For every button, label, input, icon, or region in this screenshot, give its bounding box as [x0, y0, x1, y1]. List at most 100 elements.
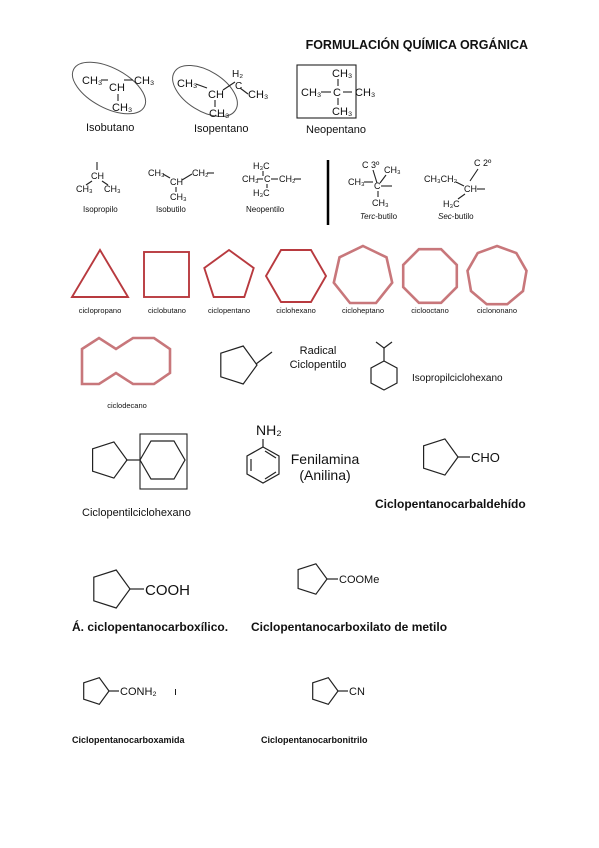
carboxamida-ring: [83, 676, 110, 706]
radical-ciclopentilo-structure: Radical Ciclopentilo: [220, 345, 347, 385]
radical-ciclopentilo-line2: Ciclopentilo: [290, 359, 347, 371]
fenilamina-structure: NH₂ Fenilamina (Anilina): [246, 422, 360, 484]
neopentilo-h3c-bottom: H₃C: [253, 188, 270, 198]
neopentano-highlight-box: [296, 64, 357, 119]
sec-butilo-ch: CH: [464, 184, 477, 194]
isobutano-highlight-ellipse: [71, 61, 147, 115]
carboxamida-structure: CONH₂ ı Ciclopentanocarboxamida: [72, 676, 186, 745]
neopentilo-h3c-top: H₃C: [253, 161, 270, 171]
ciclobutano-name: ciclobutano: [148, 306, 186, 315]
ciclononano-ring: [466, 244, 528, 306]
isobutilo-structure: CH₃ CH CH₂ CH₃ Isobutilo: [148, 168, 214, 214]
isopentano-structure: H₂ CH₃ CH C CH₃ CH₃ Isopentano: [172, 64, 268, 135]
carbaldehido-ring: [423, 438, 459, 476]
neopentano-ch3-bottom: CH₃: [332, 106, 352, 118]
isopentano-highlight-ellipse: [172, 64, 238, 118]
carbaldehido-structure: CHO Ciclopentanocarbaldehído: [375, 438, 526, 511]
ciclopentilciclohexano-hexagon: [139, 440, 186, 480]
ciclooctano-name: ciclooctano: [411, 306, 449, 315]
carboxamida-group: CONH₂: [120, 686, 157, 698]
ciclobutano-ring: [143, 251, 190, 298]
fenilamina-line2: (Anilina): [299, 467, 350, 483]
isobutano-ch: CH: [109, 82, 125, 94]
fenilamina-benzene-ring: [246, 446, 280, 484]
carboxilico-group: COOH: [145, 582, 190, 599]
neopentilo-structure: H₃C CH₃ C CH₂ H₃C Neopentilo: [242, 161, 301, 214]
isopropilciclohexano-structure: Isopropilciclohexano: [370, 341, 503, 391]
ciclopentilciclohexano-highlight-box: [139, 433, 188, 490]
cicloheptano-ring: [332, 244, 394, 305]
isopropilo-ch3-left: CH₃: [76, 184, 93, 194]
carboxilato-name: Ciclopentanocarboxilato de metilo: [251, 620, 447, 634]
isobutano-ch3-right: CH₃: [134, 75, 154, 87]
isobutano-name: Isobutano: [86, 122, 134, 134]
carboxamida-mark: ı: [174, 686, 177, 698]
isobutilo-name: Isobutilo: [156, 205, 186, 214]
ciclodecano-name: ciclodecano: [107, 401, 147, 410]
carbonitrilo-ring: [312, 676, 339, 706]
carboxilato-structure: COOMe Ciclopentanocarboxilato de metilo: [251, 563, 447, 634]
neopentano-name: Neopentano: [306, 124, 366, 136]
isopentano-ch: CH: [208, 89, 224, 101]
isobutilo-ch3-top: CH₃: [148, 168, 165, 178]
ciclopentano-name: ciclopentano: [208, 306, 250, 315]
neopentilo-ch3-left: CH₃: [242, 174, 259, 184]
terc-butilo-ch3-top: CH₃: [384, 165, 401, 175]
isopropilo-name: Isopropilo: [83, 205, 118, 214]
isobutano-ch3-left: CH₃: [82, 75, 102, 87]
terc-butilo-ch3-bottom: CH₃: [372, 198, 389, 208]
isopropilo-structure: CH CH₃ CH₃ Isopropilo: [76, 162, 121, 214]
terc-butilo-label: C 3º: [362, 160, 380, 170]
sec-butilo-name: Sec-butilo: [438, 212, 474, 221]
carboxilico-structure: COOH Á. ciclopentanocarboxílico.: [72, 569, 228, 634]
fenilamina-nh2: NH₂: [256, 422, 282, 438]
radical-ciclopentilo-line1: Radical: [300, 345, 337, 357]
isobutilo-ch3-bottom: CH₃: [170, 192, 187, 202]
neopentilo-ch2: CH₂: [279, 174, 296, 184]
carboxilato-ring: [297, 563, 328, 595]
terc-butilo-structure: C 3º CH₃ CH₃ C CH₃ Terc-butilo: [348, 160, 401, 221]
terc-butilo-name: Terc-butilo: [360, 212, 398, 221]
ciclooctano-ring: [401, 247, 459, 305]
sec-butilo-h3c: H₃C: [443, 199, 460, 209]
isopropilo-ch3-right: CH₃: [104, 184, 121, 194]
isobutilo-ch: CH: [170, 177, 183, 187]
carbonitrilo-structure: CN Ciclopentanocarbonitrilo: [261, 676, 368, 745]
neopentano-structure: CH₃ CH₃ C CH₃ CH₃ Neopentano: [296, 64, 375, 136]
terc-butilo-ch3-left: CH₃: [348, 177, 365, 187]
ciclopropano-name: ciclopropano: [79, 306, 122, 315]
ciclopentilo-ring: [220, 345, 258, 385]
isopentano-name: Isopentano: [194, 123, 248, 135]
cicloheptano-name: cicloheptano: [342, 306, 384, 315]
neopentano-ch3-right: CH₃: [355, 87, 375, 99]
isopentano-ch3-left: CH₃: [177, 78, 197, 90]
terc-butilo-c: C: [374, 181, 381, 191]
ciclopentilciclohexano-pentagon: [91, 441, 128, 479]
isobutano-ch3-bottom: CH₃: [112, 102, 132, 114]
carboxilico-name: Á. ciclopentanocarboxílico.: [72, 619, 228, 634]
carboxamida-name: Ciclopentanocarboxamida: [72, 735, 186, 745]
carbaldehido-group: CHO: [471, 450, 500, 465]
page-title: FORMULACIÓN QUÍMICA ORGÁNICA: [306, 37, 528, 52]
ciclohexano-ring: [264, 249, 328, 303]
carbonitrilo-name: Ciclopentanocarbonitrilo: [261, 735, 368, 745]
neopentano-ch3-left: CH₃: [301, 87, 321, 99]
neopentilo-name: Neopentilo: [246, 205, 285, 214]
ciclopentilciclohexano-structure: Ciclopentilciclohexano: [82, 433, 191, 519]
ciclopropano-ring: [70, 248, 130, 298]
isopropilo-ch: CH: [91, 171, 104, 181]
carboxilico-ring: [93, 569, 131, 609]
neopentilo-c: C: [264, 174, 271, 184]
red-rings: [203, 244, 528, 306]
ciclononano-name: ciclononano: [477, 306, 517, 315]
sec-butilo-structure: C 2º CH₃CH₂ CH H₃C Sec-butilo: [424, 158, 492, 221]
ciclopentilciclohexano-name: Ciclopentilciclohexano: [82, 507, 191, 519]
ciclopentano-ring: [203, 248, 255, 298]
fenilamina-line1: Fenilamina: [291, 451, 360, 467]
isopentano-ch3-bottom: CH₃: [209, 108, 229, 120]
sec-butilo-label: C 2º: [474, 158, 492, 168]
carboxilato-group: COOMe: [339, 574, 379, 586]
ciclodecano-ring: [80, 336, 172, 386]
ciclohexano-name: ciclohexano: [276, 306, 316, 315]
